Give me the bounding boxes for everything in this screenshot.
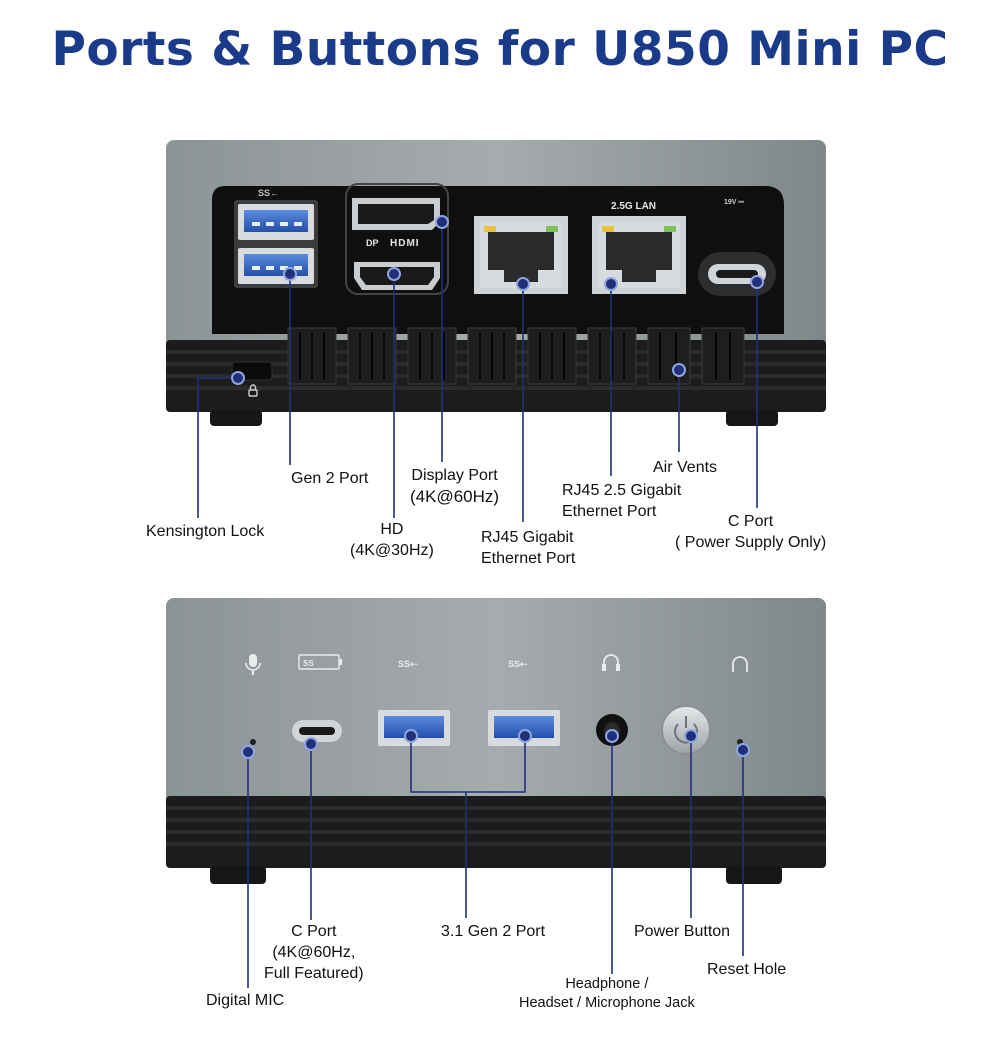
label-c-port-power: C Port ( Power Supply Only) <box>675 513 827 551</box>
svg-text:SS⇠: SS⇠ <box>398 659 418 669</box>
label-hd: HD (4K@30Hz) <box>350 521 434 559</box>
label-air-vents: Air Vents <box>653 459 718 476</box>
svg-text:SS: SS <box>303 659 314 668</box>
rear-foot-right <box>726 410 778 426</box>
svg-text:SS⇠: SS⇠ <box>508 659 528 669</box>
rear-vent-slats <box>299 332 731 380</box>
label-reset-hole: Reset Hole <box>707 961 787 978</box>
microphone-icon <box>245 654 261 675</box>
front-lead-lines <box>247 736 744 988</box>
power-marking: 19V ⎓ <box>724 199 744 206</box>
front-usb-c-port <box>292 720 342 742</box>
lock-icon <box>248 384 258 397</box>
usb-ss-icon-2: SS⇠ <box>508 659 528 669</box>
rear-lead-lines <box>197 222 758 522</box>
usb-c-ss-icon: SS <box>298 654 342 670</box>
rear-video-frame <box>345 183 449 295</box>
front-usb-a-port-1 <box>378 710 450 746</box>
label-gen2-port: Gen 2 Port <box>291 470 369 487</box>
usb-c-power-port <box>698 252 776 296</box>
rear-usb-marking: SS← <box>258 188 279 198</box>
label-gen2-front: 3.1 Gen 2 Port <box>441 923 546 940</box>
hdmi-marking: HDMI <box>390 238 420 249</box>
dp-marking: DP <box>366 238 379 248</box>
rear-device: SS← DP HDMI 2.5G LAN <box>166 140 826 522</box>
front-device: SS SS⇠ SS⇠ <box>166 598 826 988</box>
headset-icon <box>602 654 620 671</box>
rear-usb-stack <box>234 200 318 288</box>
label-headphone-jack: Headphone / Headset / Microphone Jack <box>519 976 695 1011</box>
mic-hole <box>250 739 256 745</box>
label-digital-mic: Digital MIC <box>206 992 285 1009</box>
label-kensington-lock: Kensington Lock <box>146 523 265 540</box>
front-foot-left <box>210 866 266 884</box>
front-case-top <box>166 598 826 808</box>
rear-lead-dots <box>231 215 764 385</box>
usb-ss-icon-1: SS⇠ <box>398 659 418 669</box>
label-c-port-full: C Port (4K@60Hz, Full Featured) <box>264 923 364 982</box>
front-usb-a-port-2 <box>488 710 560 746</box>
label-rj45-gigabit: RJ45 Gigabit Ethernet Port <box>481 529 576 567</box>
page-title: Ports & Buttons for U850 Mini PC <box>51 22 949 77</box>
front-ribs <box>166 806 826 846</box>
reset-icon <box>732 656 748 672</box>
front-foot-right <box>726 866 782 884</box>
power-button <box>661 705 711 755</box>
label-power-button: Power Button <box>634 923 731 940</box>
label-display-port: Display Port (4K@60Hz) <box>410 467 500 506</box>
lan25-marking: 2.5G LAN <box>611 201 656 212</box>
front-lead-dots <box>241 729 750 759</box>
rear-foot-left <box>210 410 262 426</box>
label-rj45-25-gigabit: RJ45 2.5 Gigabit Ethernet Port <box>562 482 682 520</box>
displayport-port <box>352 198 440 230</box>
